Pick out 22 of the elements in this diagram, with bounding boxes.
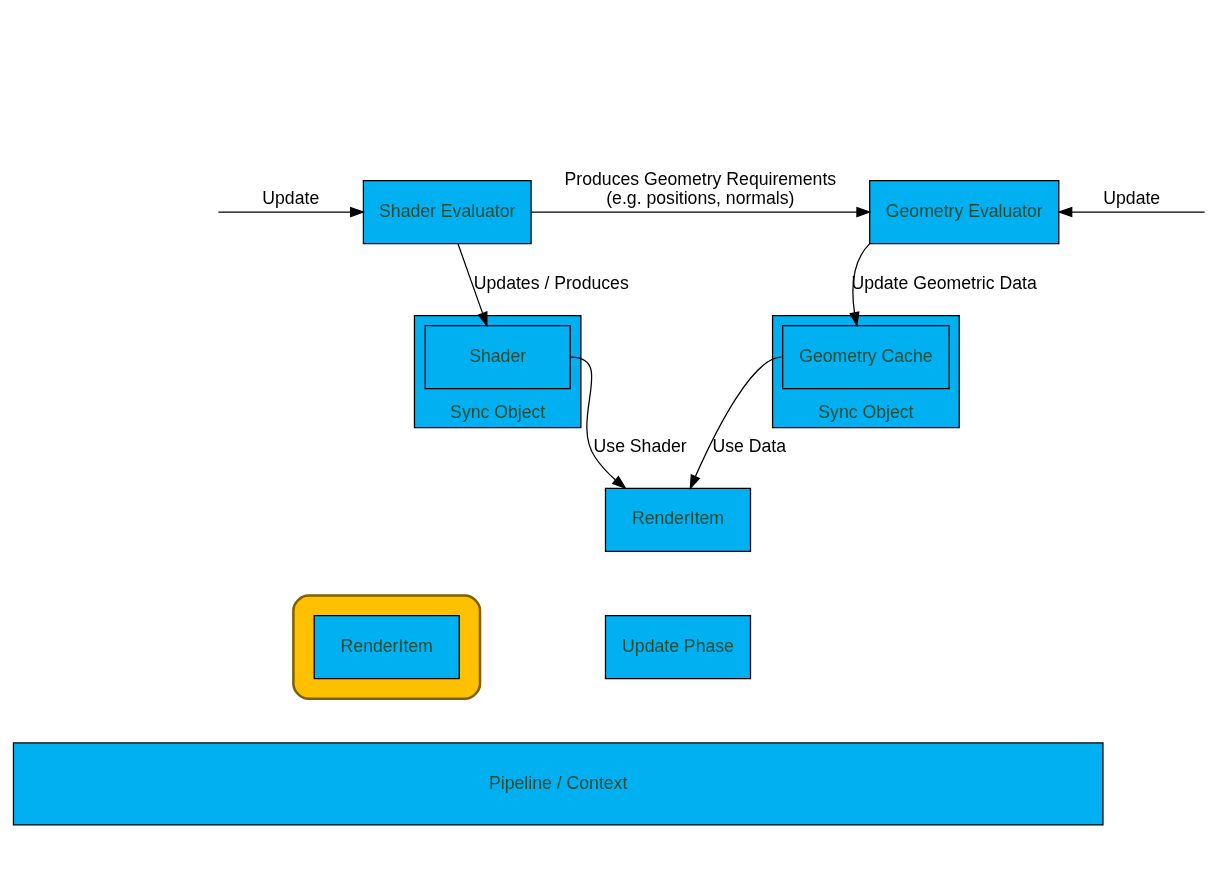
node-box: Shader (424, 324, 571, 389)
node-box: RenderItem (313, 614, 460, 679)
arrow (457, 242, 488, 327)
arrow (570, 356, 627, 489)
node-box: Pipeline / Context (12, 741, 1104, 826)
arrow (849, 242, 871, 327)
node-box: Update Phase (604, 614, 752, 679)
edge-label: Use Shader (593, 435, 687, 456)
edge-label: Produces Geometry Requirements (e.g. positions, normals) (564, 168, 837, 208)
edge-label: Update (1103, 187, 1161, 208)
arrow (1057, 206, 1206, 217)
arrow (530, 206, 872, 217)
node-box: Geometry Cache (782, 324, 950, 389)
arrow (689, 356, 783, 490)
cluster (292, 593, 482, 700)
node-box: Shader Evaluator (362, 179, 532, 244)
edge-label: Use Data (712, 435, 787, 456)
node-box: Geometry Evaluator (869, 179, 1060, 244)
arrow (217, 206, 366, 217)
edge-label: Update (262, 187, 320, 208)
node-box: RenderItem (604, 487, 752, 552)
edge-label: Updates / Produces (473, 272, 629, 293)
